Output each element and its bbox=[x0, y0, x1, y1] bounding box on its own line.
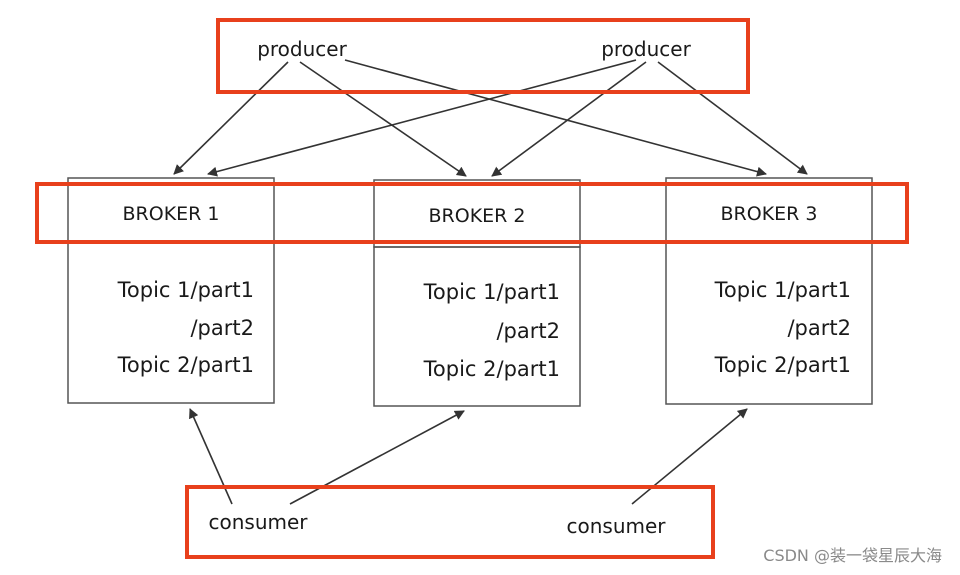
broker-3-topic-line-1: Topic 1/part1 bbox=[714, 278, 851, 302]
consumer-arrows bbox=[189, 408, 748, 505]
broker-3-topic-line-3: Topic 2/part1 bbox=[714, 353, 851, 377]
broker-3-title: BROKER 3 bbox=[721, 203, 818, 225]
broker-2: BROKER 2 Topic 1/part1 /part2 Topic 2/pa… bbox=[373, 179, 581, 407]
arrow-consumer-1-to-broker-2 bbox=[289, 410, 465, 505]
arrow-producer-2-to-broker-1 bbox=[207, 59, 637, 177]
arrow-consumer-1-to-broker-1 bbox=[189, 408, 233, 505]
arrow-consumer-2-to-broker-3 bbox=[631, 408, 748, 505]
csdn-watermark: CSDN @装一袋星辰大海 bbox=[763, 546, 942, 565]
broker-highlight-frame bbox=[35, 182, 909, 244]
broker-2-topic-line-2: /part2 bbox=[496, 319, 560, 343]
arrow-producer-1-to-broker-3 bbox=[344, 59, 767, 177]
arrow-producer-1-to-broker-1 bbox=[173, 61, 289, 175]
consumer-highlight-frame bbox=[185, 485, 715, 559]
broker-2-title: BROKER 2 bbox=[429, 205, 526, 227]
arrow-producer-2-to-broker-3 bbox=[657, 61, 808, 175]
broker-3: BROKER 3 Topic 1/part1 /part2 Topic 2/pa… bbox=[665, 177, 873, 405]
broker-1: BROKER 1 Topic 1/part1 /part2 Topic 2/pa… bbox=[67, 177, 275, 404]
broker-1-topic-line-1: Topic 1/part1 bbox=[117, 278, 254, 302]
broker-1-topic-line-2: /part2 bbox=[190, 316, 254, 340]
arrow-producer-2-to-broker-2 bbox=[491, 61, 647, 177]
consumer-label-1: consumer bbox=[208, 510, 308, 534]
broker-1-topic-line-3: Topic 2/part1 bbox=[117, 353, 254, 377]
broker-2-topic-line-3: Topic 2/part1 bbox=[423, 357, 560, 381]
producer-arrows bbox=[173, 59, 808, 177]
producer-highlight-frame bbox=[216, 18, 750, 94]
broker-2-body-box bbox=[373, 246, 581, 407]
producer-label-2: producer bbox=[601, 37, 691, 61]
broker-3-topic-line-2: /part2 bbox=[787, 316, 851, 340]
broker-1-title: BROKER 1 bbox=[123, 203, 220, 225]
consumer-label-2: consumer bbox=[566, 514, 666, 538]
producer-label-1: producer bbox=[257, 37, 347, 61]
arrow-producer-1-to-broker-2 bbox=[299, 61, 467, 177]
broker-2-topic-line-1: Topic 1/part1 bbox=[423, 280, 560, 304]
